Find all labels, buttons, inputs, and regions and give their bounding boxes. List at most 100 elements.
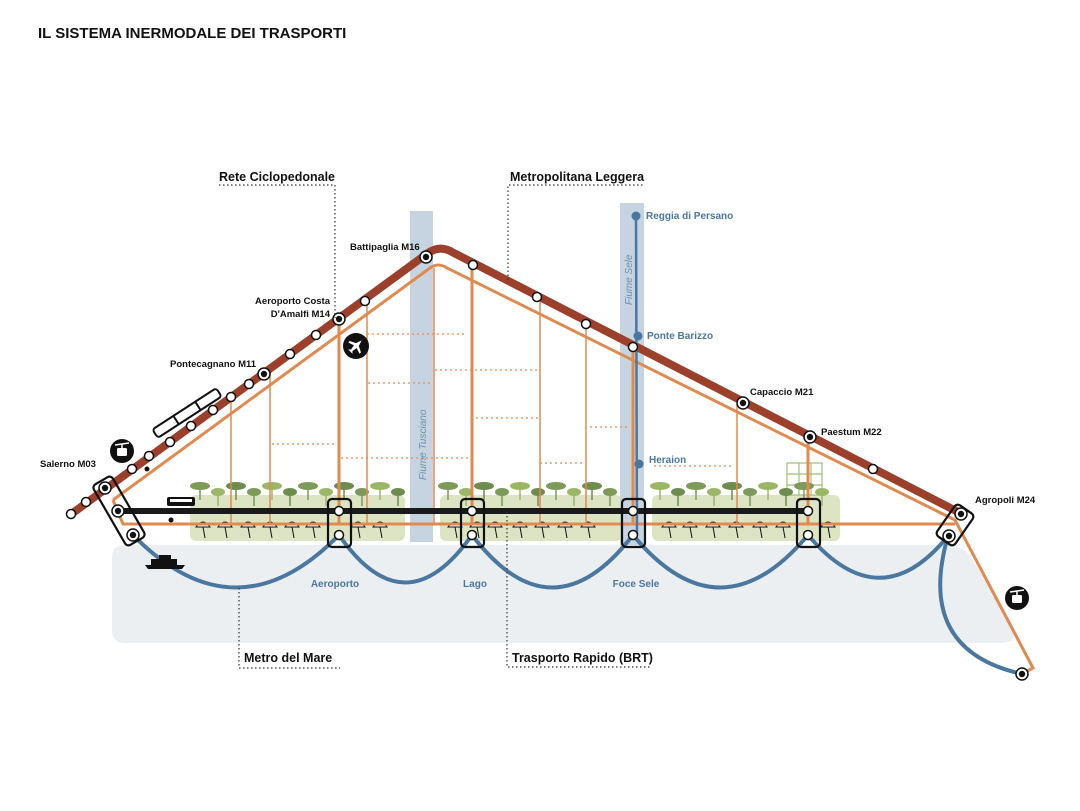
tree-icon bbox=[190, 482, 210, 500]
tree-icon bbox=[743, 488, 757, 506]
tree-icon bbox=[370, 482, 390, 500]
station-stop bbox=[310, 329, 322, 341]
sea-stop-aeroporto: Aeroporto bbox=[311, 579, 359, 590]
station-stop bbox=[802, 505, 814, 517]
tree-icon bbox=[391, 488, 405, 506]
bicycle-icon bbox=[144, 466, 174, 523]
tree-icon bbox=[671, 488, 685, 506]
tree-icon bbox=[779, 488, 793, 506]
tree-icon bbox=[546, 482, 566, 500]
station-stop bbox=[333, 529, 345, 541]
station-interchange bbox=[419, 250, 433, 264]
station-interchange bbox=[1015, 667, 1029, 681]
station-stop bbox=[466, 529, 478, 541]
station-interchange bbox=[942, 529, 956, 543]
station-stop bbox=[80, 496, 92, 508]
river-tusciano-label: Fiume Tusciano bbox=[418, 409, 429, 480]
station-stop bbox=[627, 341, 639, 353]
tree-icon bbox=[603, 488, 617, 506]
river-tusciano bbox=[410, 211, 433, 542]
tree-icon bbox=[758, 482, 778, 500]
station-label-salerno: Salerno M03 bbox=[40, 459, 96, 470]
station-stop bbox=[333, 505, 345, 517]
callout-light-rail: Metropolitana Leggera bbox=[510, 170, 645, 184]
station-stop bbox=[126, 463, 138, 475]
station-stop bbox=[466, 505, 478, 517]
tree-icon bbox=[531, 488, 545, 506]
station-stop bbox=[284, 348, 296, 360]
station-interchange bbox=[803, 430, 817, 444]
station-stop bbox=[225, 391, 237, 403]
light-rail-stops bbox=[631, 211, 644, 469]
tree-icon bbox=[510, 482, 530, 500]
station-interchange bbox=[257, 367, 271, 381]
stations bbox=[65, 250, 1029, 681]
tree-icon bbox=[650, 482, 670, 500]
station-stop bbox=[65, 508, 77, 520]
tree-icon bbox=[567, 488, 581, 506]
tree-icon bbox=[247, 488, 261, 506]
cable-car-icon bbox=[1005, 586, 1029, 610]
station-stop bbox=[359, 295, 371, 307]
station-label-paestum: Paestum M22 bbox=[821, 427, 882, 438]
callout-lines bbox=[219, 184, 650, 669]
station-stop bbox=[243, 378, 255, 390]
bus-icon bbox=[167, 497, 195, 506]
tree-icon bbox=[474, 482, 494, 500]
tree-icon bbox=[319, 488, 333, 506]
cycle-verticals bbox=[230, 268, 810, 524]
station-stop bbox=[580, 318, 592, 330]
tree-icon bbox=[495, 488, 509, 506]
station-label-battipaglia: Battipaglia M16 bbox=[350, 242, 420, 253]
tree-icon bbox=[298, 482, 318, 500]
station-label-aeroporto-line1: Aeroporto Costa bbox=[255, 296, 331, 307]
callout-sea-metro: Metro del Mare bbox=[244, 651, 332, 665]
tree-icon bbox=[355, 488, 369, 506]
diagram-title: IL SISTEMA INERMODALE DEI TRASPORTI bbox=[38, 25, 346, 42]
sea-area bbox=[112, 545, 1015, 643]
station-label-capaccio: Capaccio M21 bbox=[750, 387, 814, 398]
sea-stop-foce-sele: Foce Sele bbox=[613, 579, 660, 590]
tree-icon bbox=[582, 482, 602, 500]
station-stop bbox=[531, 291, 543, 303]
cycle-dotted-links bbox=[272, 333, 733, 467]
station-stop bbox=[467, 259, 479, 271]
station-label-aeroporto-line2: D'Amalfi M14 bbox=[271, 309, 331, 320]
station-stop bbox=[185, 420, 197, 432]
tree-icon bbox=[438, 482, 458, 500]
ferry-icon bbox=[145, 555, 185, 569]
train-icon bbox=[152, 388, 222, 438]
station-stop bbox=[867, 463, 879, 475]
station-label-heraion: Heraion bbox=[649, 455, 686, 466]
station-label-ponte-barizzo: Ponte Barizzo bbox=[647, 331, 713, 342]
station-label-pontecagnano: Pontecagnano M11 bbox=[170, 359, 257, 370]
station-label-reggia: Reggia di Persano bbox=[646, 211, 733, 222]
tree-icon bbox=[686, 482, 706, 500]
tree-icon bbox=[262, 482, 282, 500]
river-sele-label: Fiume Sele bbox=[624, 254, 635, 305]
tree-icon bbox=[211, 488, 225, 506]
station-stop bbox=[627, 529, 639, 541]
station-stop bbox=[627, 505, 639, 517]
callout-cycle-network: Rete Ciclopedonale bbox=[219, 170, 335, 184]
station-stop bbox=[802, 529, 814, 541]
station-interchange bbox=[111, 504, 125, 518]
tree-icon bbox=[815, 488, 829, 506]
station-stop bbox=[207, 404, 219, 416]
sea-stop-lago: Lago bbox=[463, 579, 487, 590]
tree-icon bbox=[707, 488, 721, 506]
metro-line bbox=[67, 244, 964, 519]
station-interchange bbox=[736, 396, 750, 410]
station-interchange bbox=[98, 481, 112, 495]
station-interchange bbox=[332, 312, 346, 326]
station-interchange bbox=[954, 507, 968, 521]
station-interchange bbox=[126, 528, 140, 542]
airplane-icon bbox=[343, 333, 369, 359]
beach-strips bbox=[190, 495, 840, 541]
cable-car-icon bbox=[110, 439, 134, 463]
callout-brt: Trasporto Rapido (BRT) bbox=[512, 651, 653, 665]
pine-trees bbox=[190, 482, 829, 506]
station-label-agropoli: Agropoli M24 bbox=[975, 495, 1036, 506]
